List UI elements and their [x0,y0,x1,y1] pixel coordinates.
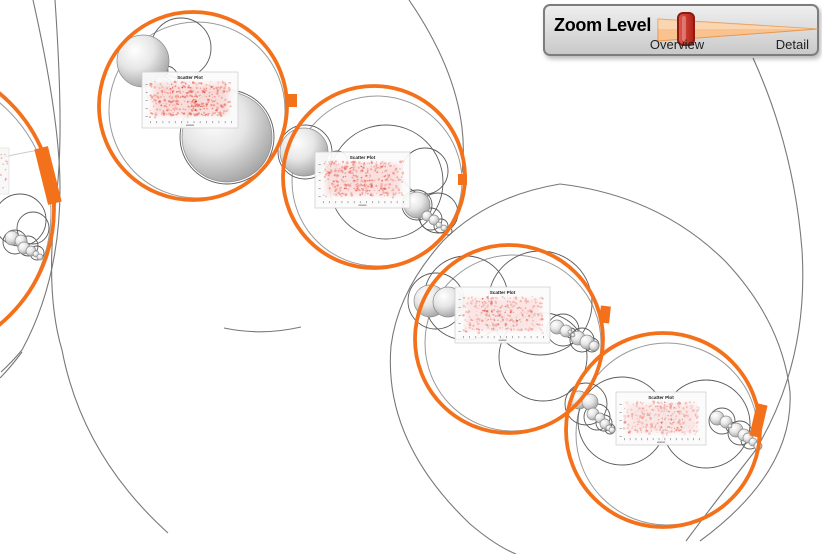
node-sphere[interactable] [570,332,576,338]
focus-circle[interactable] [0,59,56,359]
background-arc [223,326,302,333]
zoom-slider-handle-gloss [682,16,686,41]
node-sphere[interactable] [440,224,448,232]
edge-thumbnail-sliver [0,147,10,195]
thumbnail-title: Scatter Plot [350,155,376,160]
thumbnail-axis-label [358,204,367,206]
background-arc [51,0,169,534]
thumbnail-axis-label [498,339,507,341]
scatter-thumbnail[interactable]: Scatter Plot [141,71,239,129]
thumbnail-title: Scatter Plot [177,75,203,80]
thumbnail-title: Scatter Plot [648,395,674,400]
zoom-overview-label: Overview [649,37,705,52]
zoom-wedge[interactable] [657,18,819,42]
focus-circle[interactable] [97,10,289,202]
zoom-slider-labels: Overview Detail [545,37,811,52]
node-sphere[interactable] [428,214,440,226]
echo-circle [108,21,286,199]
node-outline-circle [433,218,449,234]
node-outline-circle [564,382,608,426]
zoom-slider[interactable] [655,7,821,51]
zoom-slider-handle[interactable] [677,12,695,46]
node-outline-circle [708,407,736,435]
background-arc [0,351,23,379]
node-sphere[interactable] [36,253,44,261]
background-arc [559,183,791,542]
zoom-wedge-gloss [658,19,818,29]
background-arc [0,0,61,373]
node-sphere[interactable] [588,340,600,352]
node-outline-circle [16,211,50,245]
node-sphere[interactable] [727,423,733,429]
node-sphere[interactable] [567,329,573,335]
background-arc [389,183,561,554]
node-sphere[interactable] [435,221,443,229]
echo-circle [424,254,602,432]
zoom-tab-marker[interactable] [34,146,62,205]
focus-circle[interactable] [413,243,605,435]
thumbnail-axis-label [657,441,665,443]
zoom-tab-marker[interactable] [288,94,297,107]
thumbnail-title: Scatter Plot [490,290,516,295]
scatter-thumbnail[interactable]: Scatter Plot [615,391,707,446]
background-arc [685,57,804,542]
zoom-tab-marker[interactable] [599,305,611,324]
thumbnail-axis-label [186,124,194,126]
echo-circle [0,102,52,324]
zoom-tab-marker[interactable] [749,403,768,438]
node-sphere[interactable] [608,426,616,434]
scatter-thumbnail[interactable]: Scatter Plot [454,286,551,344]
zoom-detail-label: Detail [775,37,809,52]
zoom-tab-marker[interactable] [458,174,467,185]
zoom-level-title: Zoom Level [554,15,652,35]
scatter-thumbnail[interactable]: Scatter Plot [314,151,411,209]
zoom-level-panel: Zoom Level Overview Detail [543,4,819,56]
